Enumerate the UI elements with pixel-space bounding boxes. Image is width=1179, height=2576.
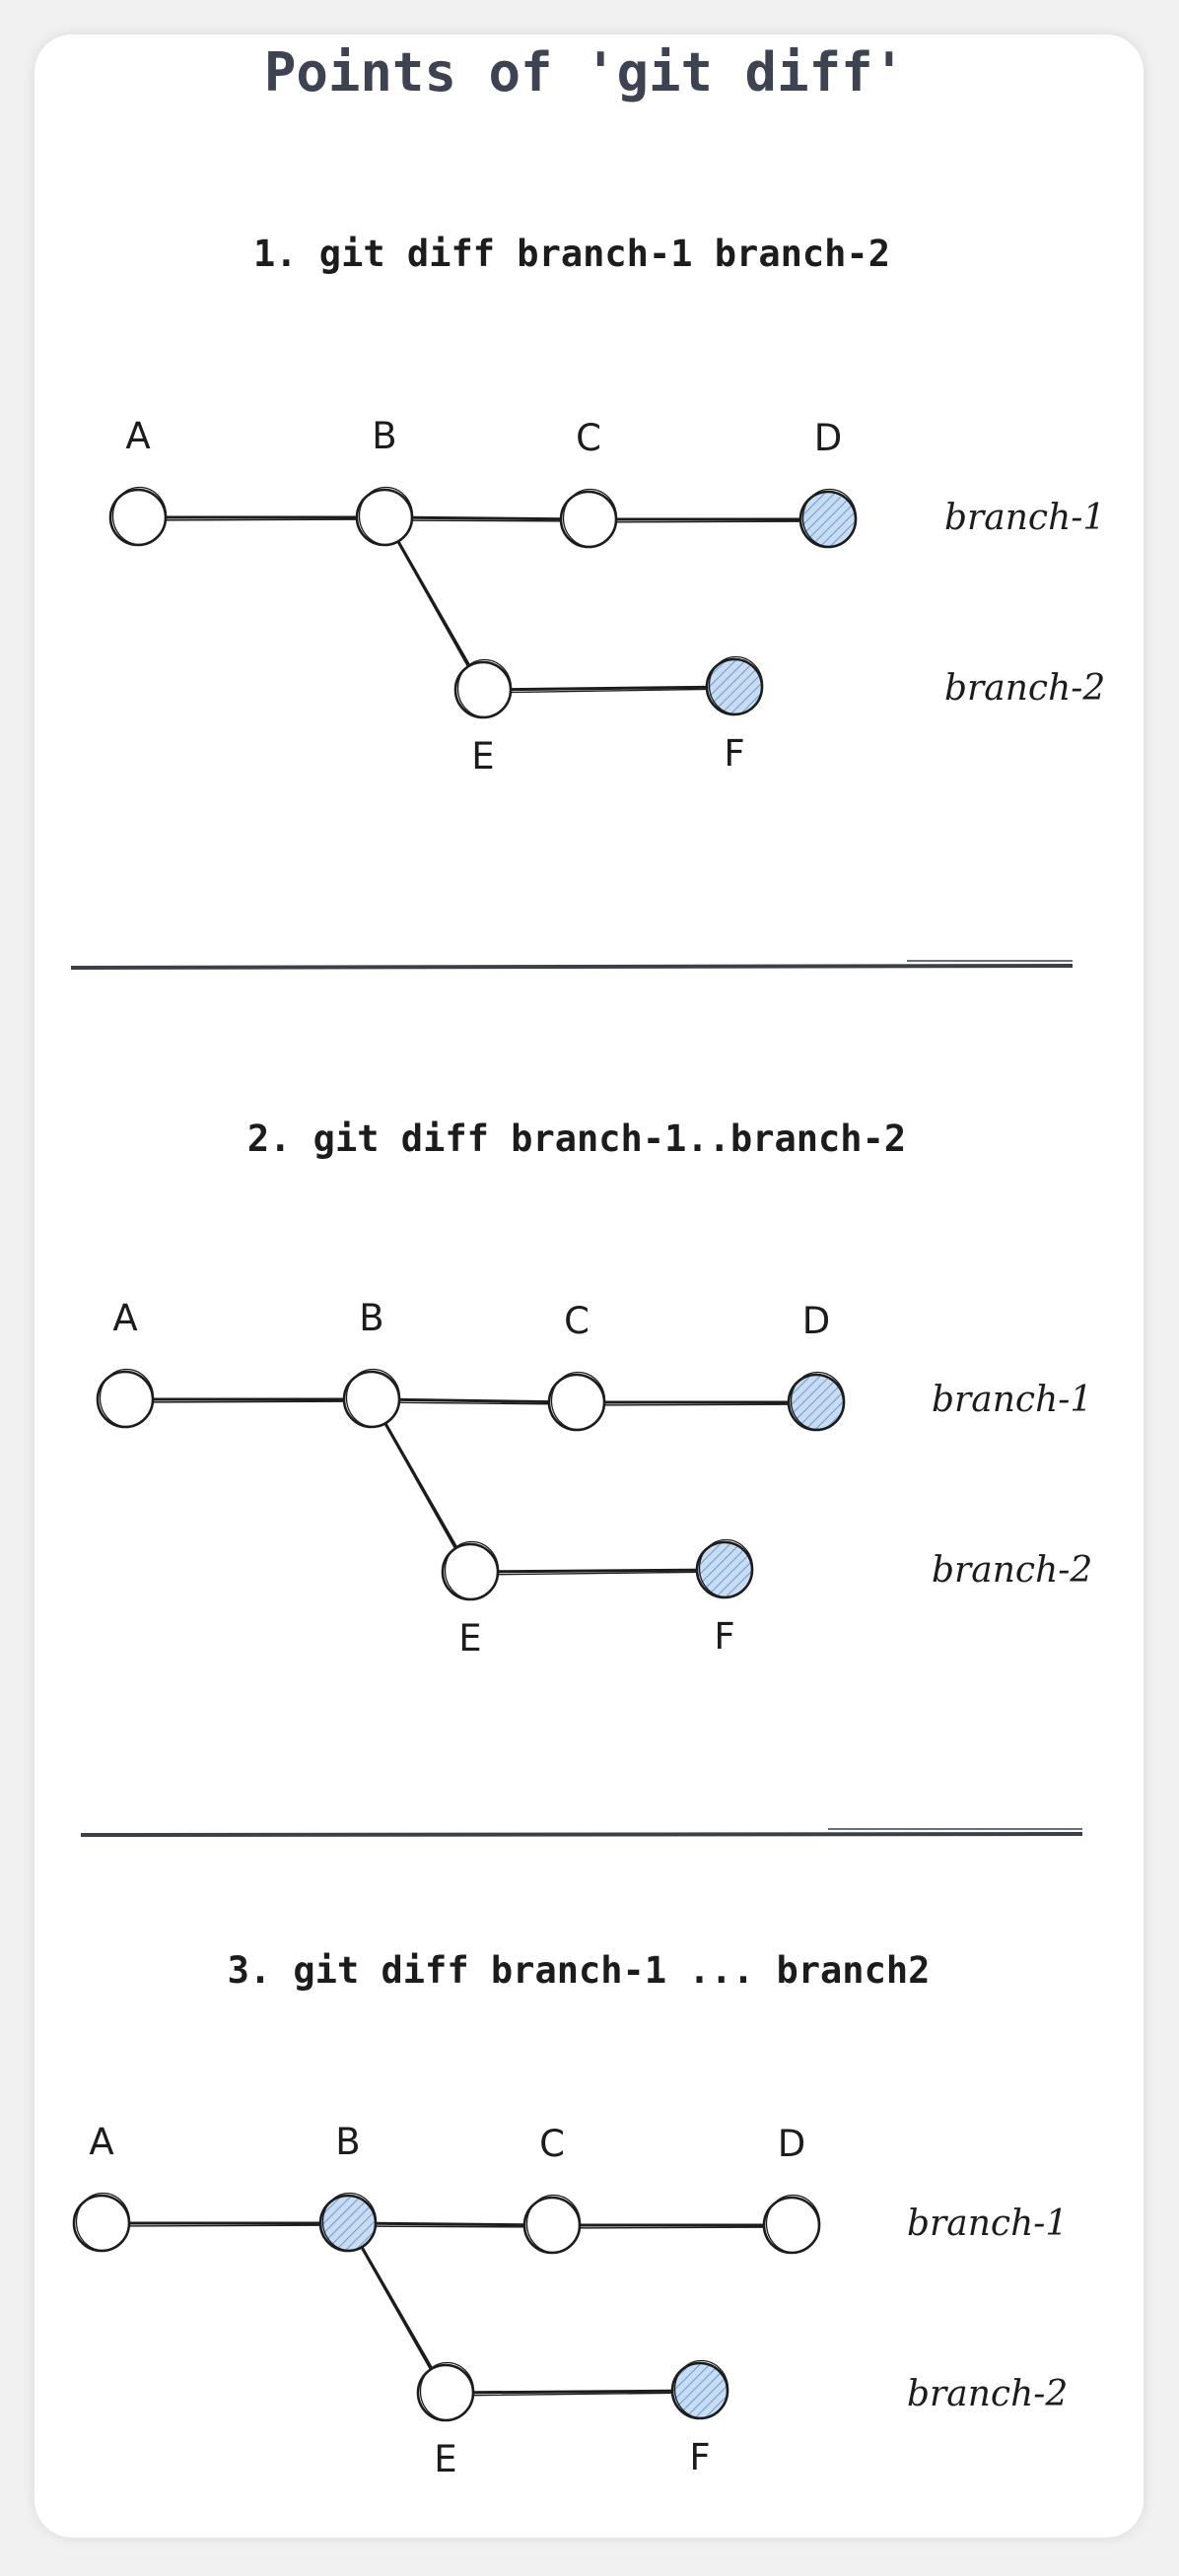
section-command: 1. git diff branch-1 branch-2 — [253, 233, 890, 275]
commit-label-b: B — [335, 2121, 360, 2163]
commit-label-d: D — [778, 2123, 806, 2165]
page-title: Points of 'git diff' — [264, 41, 905, 103]
commit-node-b — [318, 2192, 378, 2253]
commit-edge-C-D — [575, 1400, 818, 1406]
commit-label-a: A — [89, 2121, 113, 2163]
commit-edge-A-B — [100, 2221, 350, 2227]
commit-node-d — [762, 2194, 821, 2255]
commit-label-e: E — [471, 735, 494, 778]
commit-node-d — [798, 488, 858, 549]
commit-label-d: D — [814, 417, 843, 459]
commit-edge-E-F — [444, 2389, 702, 2397]
branch-label-1: branch-1 — [932, 1380, 1092, 1420]
commit-label-f: F — [714, 1615, 734, 1658]
commit-node-f — [705, 655, 764, 716]
commit-node-f — [670, 2359, 729, 2420]
commit-edge-E-F — [481, 685, 736, 694]
branch-label-2: branch-2 — [932, 1550, 1092, 1591]
commit-label-f: F — [689, 2436, 710, 2478]
branch-label-1: branch-1 — [907, 2203, 1068, 2244]
diagram-card — [35, 34, 1144, 2538]
commit-edge-B-C — [382, 515, 590, 522]
commit-node-b — [355, 486, 414, 547]
commit-edge-B-E — [346, 2221, 448, 2396]
commit-edge-A-B — [136, 515, 386, 521]
commit-node-e — [441, 1540, 500, 1601]
section-command: 2. git diff branch-1..branch-2 — [247, 1118, 906, 1160]
commit-label-b: B — [372, 415, 396, 457]
commit-node-a — [96, 1368, 155, 1429]
commit-node-a — [72, 2192, 131, 2253]
commit-edge-B-C — [370, 1397, 579, 1405]
commit-node-c — [559, 488, 618, 549]
commit-label-e: E — [434, 2438, 456, 2480]
commit-label-c: C — [564, 1300, 590, 1342]
branch-label-1: branch-1 — [944, 498, 1105, 538]
commit-node-c — [547, 1371, 606, 1432]
commit-edge-A-B — [123, 1397, 374, 1403]
commit-node-f — [695, 1538, 754, 1599]
section-1: 1. git diff branch-1 branch-2A B C D E Fbranc… — [108, 233, 1105, 778]
commit-node-d — [787, 1371, 846, 1432]
commit-edge-E-F — [468, 1568, 727, 1576]
commit-node-b — [342, 1368, 401, 1429]
commit-label-f: F — [724, 732, 744, 775]
commit-edge-B-C — [346, 2221, 554, 2228]
section-divider — [80, 1828, 1083, 1837]
commit-label-b: B — [359, 1297, 383, 1339]
commit-edge-C-D — [550, 2223, 794, 2229]
commit-label-c: C — [576, 417, 601, 459]
commit-node-e — [453, 658, 513, 719]
branch-label-2: branch-2 — [907, 2374, 1068, 2414]
section-command: 3. git diff branch-1 ... branch2 — [228, 1949, 931, 1992]
commit-node-a — [108, 486, 168, 547]
commit-edge-B-E — [382, 515, 485, 693]
commit-node-e — [416, 2361, 475, 2422]
branch-label-2: branch-2 — [944, 668, 1105, 709]
commit-node-c — [522, 2194, 582, 2255]
sections: 1. git diff branch-1 branch-2A B C D E Fbranc… — [72, 233, 1105, 2480]
commit-label-c: C — [539, 2123, 565, 2165]
section-divider — [70, 960, 1074, 970]
commit-label-a: A — [125, 415, 150, 457]
commit-label-d: D — [802, 1300, 831, 1342]
commit-edge-B-E — [370, 1397, 472, 1575]
commit-edge-C-D — [587, 517, 830, 523]
commit-label-a: A — [112, 1297, 137, 1339]
section-2: 2. git diff branch-1..branch-2A B C D E Fbran… — [96, 1118, 1092, 1660]
commit-label-e: E — [458, 1617, 481, 1660]
